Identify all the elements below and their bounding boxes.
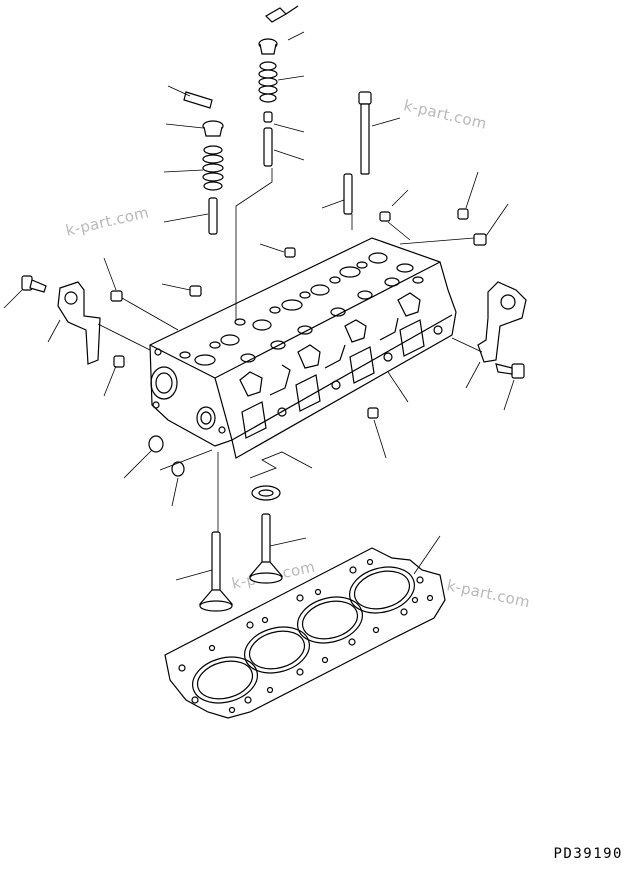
drawing-code: PD39190 [553,846,623,862]
leader-lines [3,31,515,581]
right-lifting-bracket [477,281,527,379]
cylinder-head [149,237,457,459]
valve-train-parts [110,5,487,612]
head-gasket [164,547,446,719]
left-lifting-bracket [21,275,101,365]
